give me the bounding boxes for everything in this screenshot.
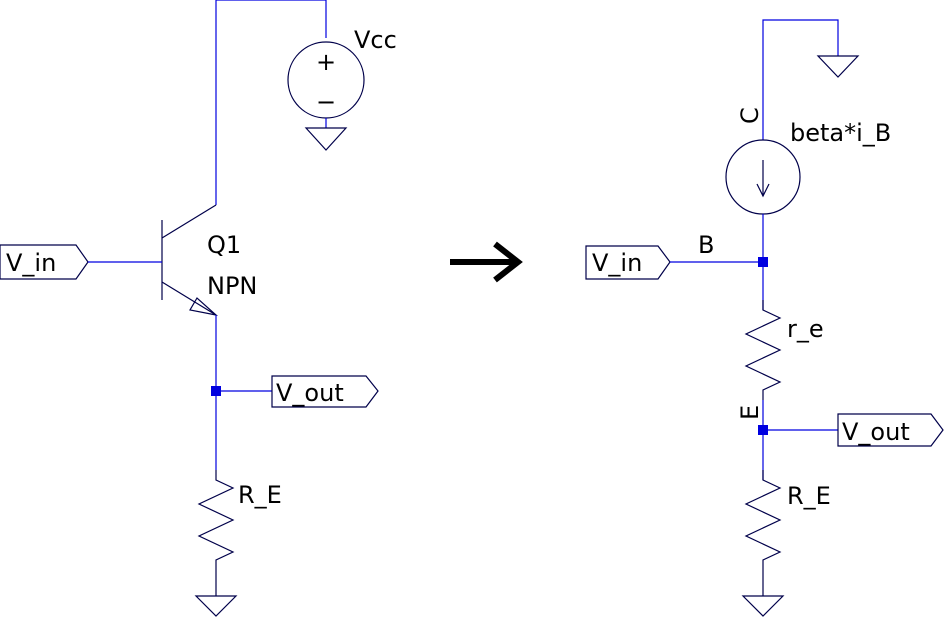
resistor-re-left — [197, 470, 235, 596]
output-port-vout-left: V_out — [271, 375, 379, 408]
base-label: B — [698, 231, 714, 259]
output-port-vout-right: V_out — [837, 413, 944, 447]
output-port-label-right: V_out — [842, 418, 910, 446]
input-port-vin-left: V_in — [0, 244, 89, 280]
input-port-label: V_in — [6, 249, 56, 277]
npn-transistor-q1 — [161, 204, 219, 316]
left-circuit: + − Vcc Q1 NPN V_in V_out R_E — [0, 0, 397, 617]
resistor-re-small — [744, 300, 782, 400]
transistor-name: Q1 — [207, 231, 241, 259]
vsrc-plus-sign: + — [316, 48, 336, 76]
ground-symbol-left — [194, 595, 238, 617]
input-port-label-right: V_in — [592, 249, 642, 277]
ground-symbol-vcc — [304, 127, 348, 151]
vsrc-minus-sign: − — [316, 88, 336, 116]
emitter-label: E — [736, 405, 764, 420]
transform-arrow — [450, 241, 523, 283]
collector-wire — [762, 19, 839, 140]
current-source — [725, 139, 801, 215]
output-port-label: V_out — [276, 379, 344, 407]
junction-base — [758, 257, 768, 267]
voltage-source-vcc: + − — [287, 41, 365, 119]
current-source-label: beta*i_B — [790, 119, 891, 147]
emitter-arrow — [189, 297, 219, 316]
vcc-wire — [215, 0, 327, 205]
emitter-res-label: r_e — [787, 315, 824, 343]
ground-symbol-right — [741, 595, 785, 617]
input-port-vin-right: V_in — [585, 245, 671, 280]
emitter-resistor-label-right: R_E — [787, 482, 831, 510]
collector-label: C — [736, 107, 764, 124]
right-circuit: C beta*i_B V_in B r_e E V_out R_E — [585, 19, 944, 617]
resistor-re-right — [744, 470, 782, 596]
ground-symbol-collector — [816, 55, 860, 78]
emitter-resistor-label: R_E — [238, 481, 282, 509]
transistor-type: NPN — [207, 272, 257, 300]
vcc-label: Vcc — [354, 26, 397, 54]
